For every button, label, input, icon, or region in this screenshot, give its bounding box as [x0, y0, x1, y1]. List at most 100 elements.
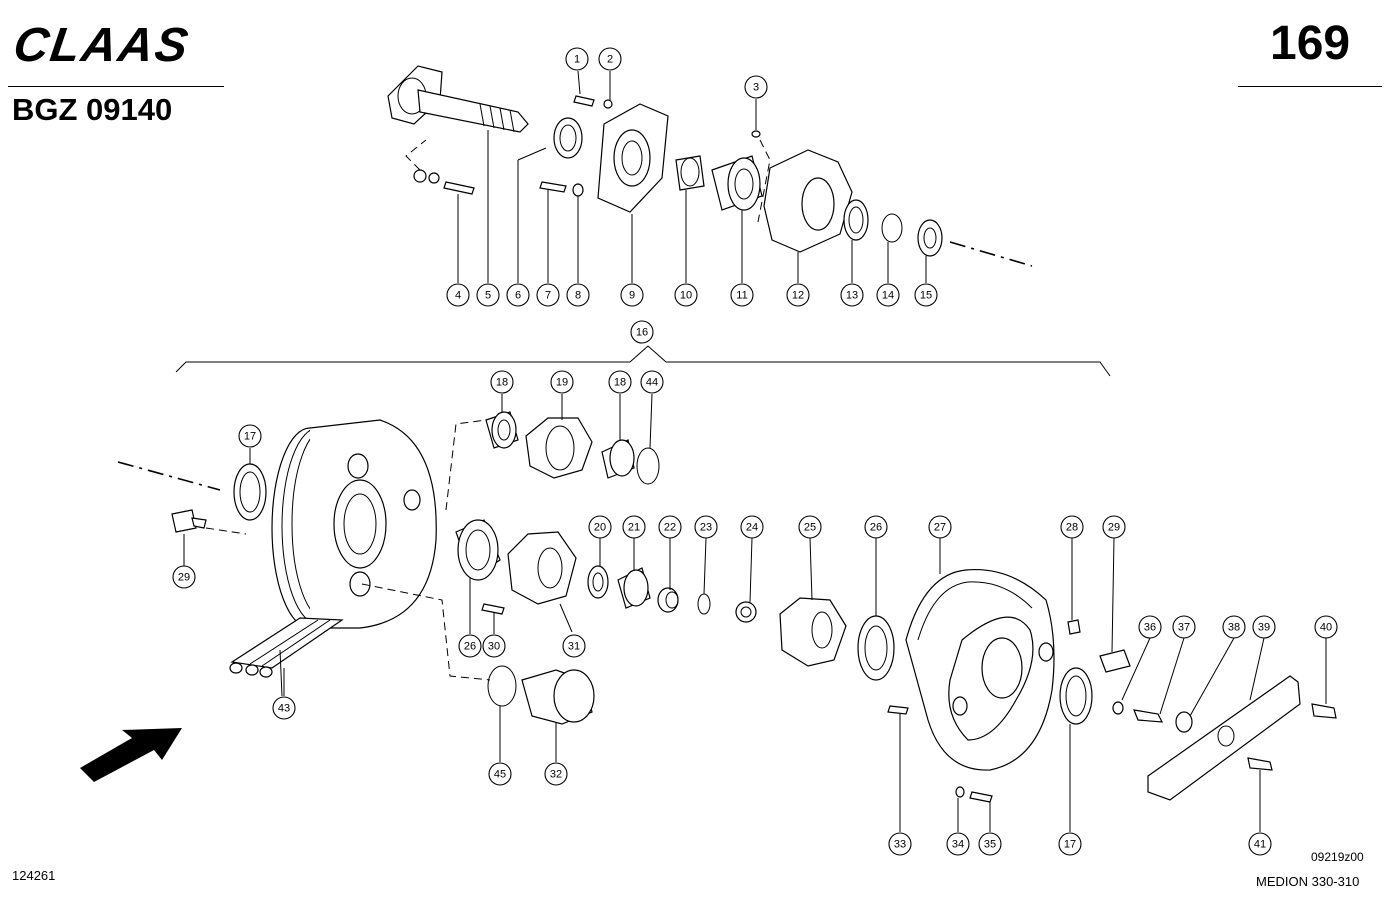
callout-label: 1 [574, 54, 580, 66]
shaft-seal-6 [553, 117, 583, 159]
callout-36: 36 [1138, 615, 1162, 639]
callout-label: 8 [575, 290, 581, 302]
bolt-41 [1247, 757, 1273, 771]
bearing-18-a [485, 411, 519, 449]
bearing-18-b [601, 439, 635, 479]
callout-label: 17 [1064, 839, 1076, 851]
callout-label: 36 [1144, 622, 1156, 634]
gear-31 [507, 531, 577, 605]
ring-13 [843, 199, 869, 241]
callout-label: 44 [646, 377, 658, 389]
bracket-39 [1147, 675, 1301, 801]
gear-25 [779, 597, 847, 667]
callout-label: 28 [1066, 522, 1078, 534]
dash-centerline-left [117, 461, 247, 535]
pin-30 [481, 603, 505, 615]
callout-28: 28 [1060, 515, 1084, 539]
callout-9: 9 [620, 283, 644, 307]
cover-38 [1175, 711, 1193, 733]
sleeve-32 [521, 669, 595, 725]
callout-12: 12 [786, 283, 810, 307]
seal-ring-17-left [233, 463, 267, 521]
washer-36 [1112, 701, 1124, 715]
callout-40: 40 [1314, 615, 1338, 639]
callout-label: 29 [178, 572, 190, 584]
pin-28 [1067, 619, 1081, 635]
callout-29: 29 [1102, 515, 1126, 539]
callout-label: 22 [664, 522, 676, 534]
callout-21: 21 [622, 515, 646, 539]
callout-45: 45 [488, 762, 512, 786]
ring-44 [636, 447, 660, 485]
drawing-id: 09219z00 [1311, 850, 1364, 864]
callout-label: 31 [568, 641, 580, 653]
dowel-33 [887, 705, 909, 715]
callout-30: 30 [482, 634, 506, 658]
callout-34: 34 [946, 832, 970, 856]
callout-label: 4 [455, 290, 461, 302]
bolt-40 [1311, 703, 1337, 719]
callout-label: 41 [1254, 839, 1266, 851]
callout-13: 13 [840, 283, 864, 307]
callout-33: 33 [888, 832, 912, 856]
callout-4: 4 [446, 283, 470, 307]
callout-3: 3 [744, 75, 768, 99]
callout-label: 23 [700, 522, 712, 534]
callout-label: 38 [1228, 622, 1240, 634]
callout-label: 9 [629, 290, 635, 302]
seal-26-right [857, 615, 895, 681]
callout-label: 7 [545, 290, 551, 302]
collar-24 [735, 601, 757, 623]
callout-label: 12 [792, 290, 804, 302]
callout-24: 24 [740, 515, 764, 539]
model-label: MEDION 330-310 [1256, 874, 1360, 889]
callout-22: 22 [658, 515, 682, 539]
o-ring-45 [487, 665, 517, 707]
callout-17: 17 [238, 424, 262, 448]
callout-39: 39 [1252, 615, 1276, 639]
callout-44: 44 [640, 370, 664, 394]
callout-label: 3 [753, 82, 759, 94]
pulley-housing [271, 419, 437, 629]
callout-label: 40 [1320, 622, 1332, 634]
callout-5: 5 [476, 283, 500, 307]
callout-label: 18 [496, 377, 508, 389]
callout-6: 6 [506, 283, 530, 307]
callout-19: 19 [550, 370, 574, 394]
callout-label: 39 [1258, 622, 1270, 634]
callout-43: 43 [272, 696, 296, 720]
callout-17: 17 [1058, 832, 1082, 856]
callout-23: 23 [694, 515, 718, 539]
callout-18: 18 [608, 370, 632, 394]
callout-26: 26 [864, 515, 888, 539]
callout-38: 38 [1222, 615, 1246, 639]
callout-label: 13 [846, 290, 858, 302]
washer-34-bolt-35 [955, 786, 993, 803]
callout-18: 18 [490, 370, 514, 394]
callout-label: 34 [952, 839, 964, 851]
seal-26-left [455, 519, 501, 581]
direction-arrow [80, 728, 182, 782]
callout-label: 20 [594, 522, 606, 534]
gear-19 [525, 417, 593, 479]
callout-10: 10 [674, 283, 698, 307]
drive-shaft-flange [387, 65, 529, 133]
callout-label: 2 [607, 54, 613, 66]
callout-label: 5 [485, 290, 491, 302]
callout-15: 15 [914, 283, 938, 307]
callout-31: 31 [562, 634, 586, 658]
assembly-code: BGZ 09140 [12, 92, 173, 127]
callout-32: 32 [544, 762, 568, 786]
plug-29-right [1099, 649, 1131, 673]
callout-25: 25 [798, 515, 822, 539]
v-belts-43 [229, 617, 344, 697]
callout-label: 43 [278, 703, 290, 715]
pin-3 [751, 130, 771, 223]
callout-label: 29 [1108, 522, 1120, 534]
callout-35: 35 [978, 832, 1002, 856]
bearing-flange-9 [597, 103, 669, 213]
callout-label: 32 [550, 769, 562, 781]
